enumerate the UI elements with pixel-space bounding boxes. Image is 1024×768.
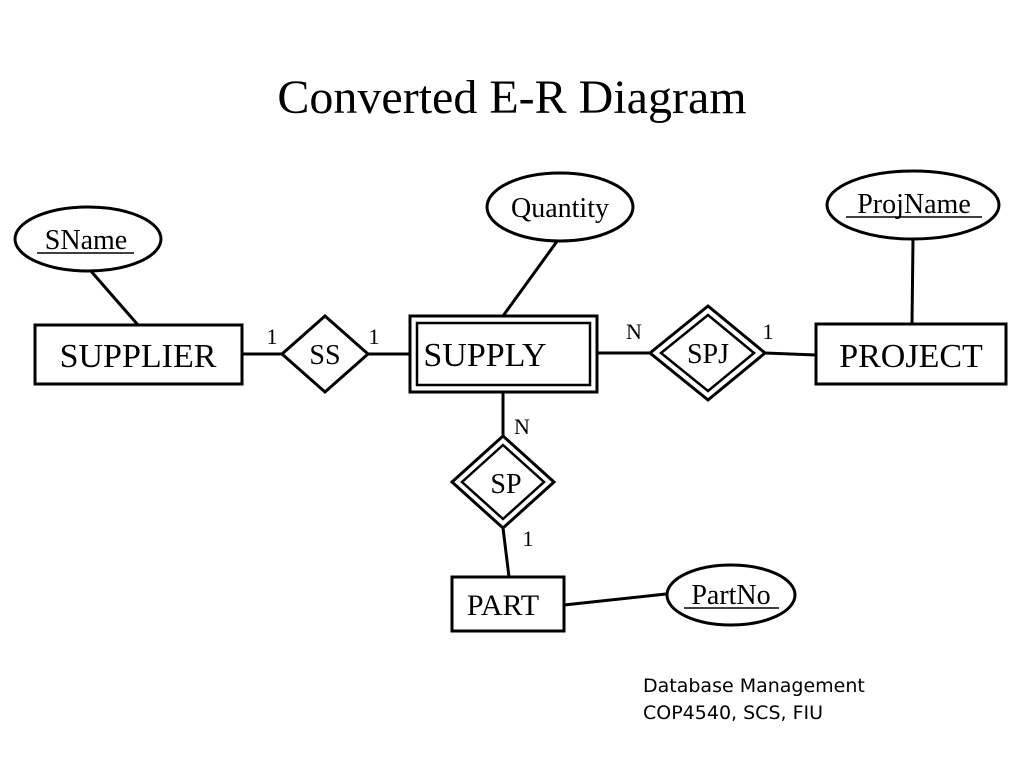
connector-part-partno xyxy=(563,592,667,607)
attribute-projname-ellipse xyxy=(825,169,1001,241)
footer-course-info: Database Management COP4540, SCS, FIU xyxy=(643,673,865,727)
attribute-sname-ellipse xyxy=(13,205,163,273)
entity-supply-outer-box xyxy=(408,314,599,394)
entity-supplier-label: SUPPLIER xyxy=(60,338,217,375)
attribute-sname-label: SName xyxy=(45,225,127,256)
connector-sname-supplier xyxy=(88,269,140,326)
relationship-sp-label: SP xyxy=(490,469,521,500)
cardinality-ss-supply: 1 xyxy=(369,324,380,349)
cardinality-spj-project: 1 xyxy=(763,319,774,344)
attribute-partno-ellipse xyxy=(665,563,797,627)
relationship-ss-label: SS xyxy=(309,340,340,371)
cardinality-sp-supply: N xyxy=(514,414,530,439)
entity-part-box xyxy=(450,575,566,633)
connector-spj-project xyxy=(764,351,817,357)
connector-quantity-supply xyxy=(501,239,560,317)
cardinality-sp-part: 1 xyxy=(523,526,534,551)
relationship-ss-diamond xyxy=(279,313,371,395)
footer-line-institution: COP4540, SCS, FIU xyxy=(643,702,824,724)
cardinality-ss-supplier: 1 xyxy=(267,324,278,349)
entity-project-label: PROJECT xyxy=(839,338,983,375)
relationship-sp-outer-diamond xyxy=(449,433,557,531)
entity-supplier-box xyxy=(33,323,244,386)
relationship-spj-inner-diamond xyxy=(659,313,756,393)
relationship-sp-inner-diamond xyxy=(460,443,546,521)
entity-project-box xyxy=(814,322,1008,386)
attribute-quantity-label: Quantity xyxy=(511,193,609,224)
relationship-spj-label: SPJ xyxy=(687,339,729,370)
attribute-projname-label: ProjName xyxy=(857,189,971,220)
attribute-partno-label: PartNo xyxy=(691,580,770,611)
page-title: Converted E-R Diagram xyxy=(277,71,747,124)
attribute-quantity-ellipse xyxy=(485,171,635,243)
relationship-spj-outer-diamond xyxy=(647,304,768,402)
entity-part-label: PART xyxy=(467,589,539,622)
connector-sp-part xyxy=(501,527,511,578)
connector-projname-project xyxy=(910,239,915,324)
cardinality-spj-supply: N xyxy=(626,319,642,344)
entity-supply-label: SUPPLY xyxy=(423,337,546,374)
footer-line-course: Database Management xyxy=(643,675,865,697)
entity-supply-inner-box xyxy=(415,321,592,387)
